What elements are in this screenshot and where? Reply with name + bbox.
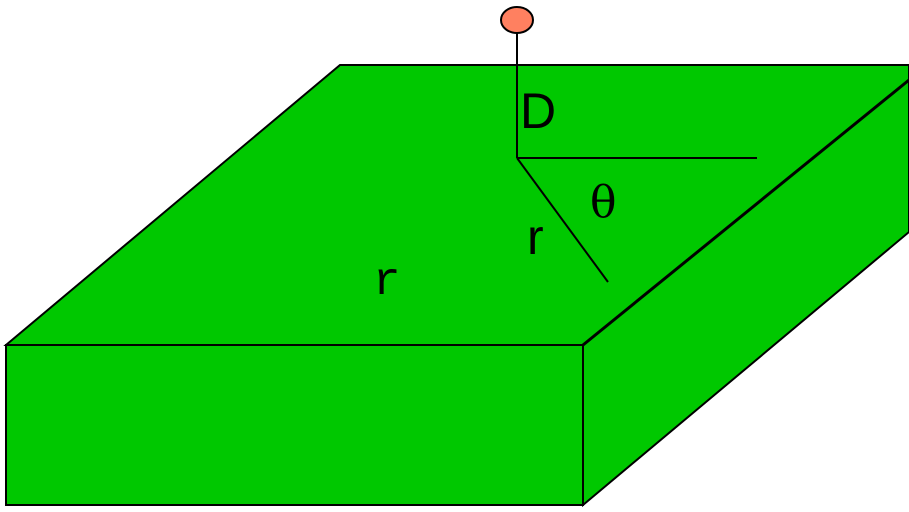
- current-source-icon: [500, 6, 534, 34]
- slab-front-face: [5, 344, 584, 506]
- angle-label: θ: [590, 177, 617, 228]
- resistivity-label: r: [373, 256, 401, 308]
- radius-label: r: [527, 209, 544, 265]
- depth-label: D: [520, 83, 556, 139]
- radius-line: [516, 157, 609, 283]
- slab-right-edge: [582, 78, 909, 347]
